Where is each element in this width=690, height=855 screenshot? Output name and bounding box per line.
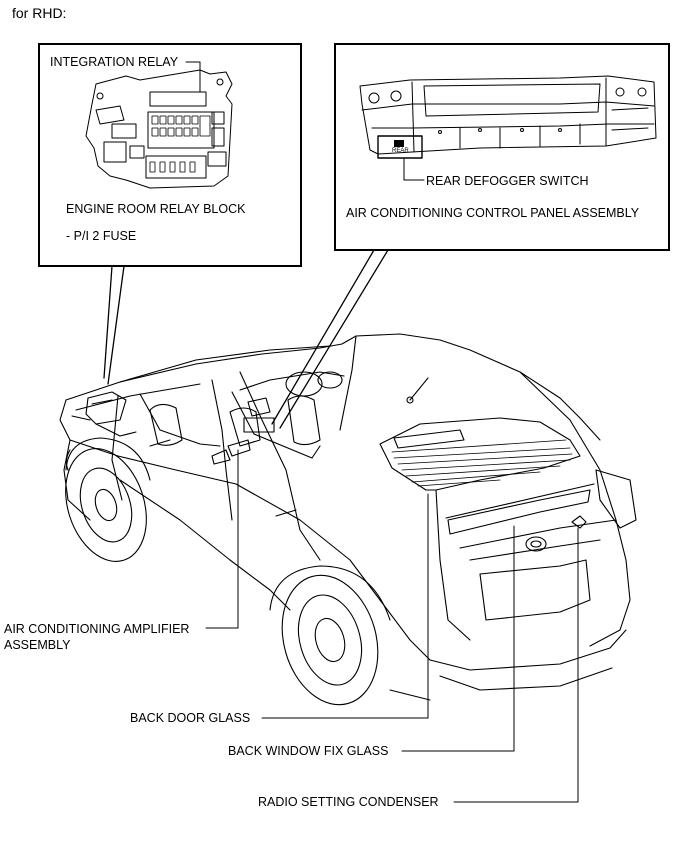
back-window-fix-glass-label: BACK WINDOW FIX GLASS [228,744,389,758]
ac-control-panel-inset [334,43,670,251]
page-title: for RHD: [12,5,67,21]
ac-amplifier-label-line2: ASSEMBLY [4,638,71,652]
ac-control-panel-label: AIR CONDITIONING CONTROL PANEL ASSEMBLY [346,206,640,220]
rear-defogger-switch-label: REAR DEFOGGER SWITCH [426,174,589,188]
ac-amplifier-label: AIR CONDITIONING AMPLIFIER [4,622,190,636]
radio-setting-condenser-label: RADIO SETTING CONDENSER [258,795,439,809]
car-body [59,333,637,706]
integration-relay-label: INTEGRATION RELAY [50,55,179,69]
back-door-glass-label: BACK DOOR GLASS [130,711,251,725]
engine-room-relay-inset [38,43,302,267]
ac-panel-drawing [359,75,657,181]
relay-block-drawing [85,61,233,189]
callout-leaders [205,449,579,803]
switch-badge: REAR [392,148,409,154]
pi2-fuse-label: - P/I 2 FUSE [66,229,137,243]
engine-room-relay-block-label: ENGINE ROOM RELAY BLOCK [66,202,246,216]
